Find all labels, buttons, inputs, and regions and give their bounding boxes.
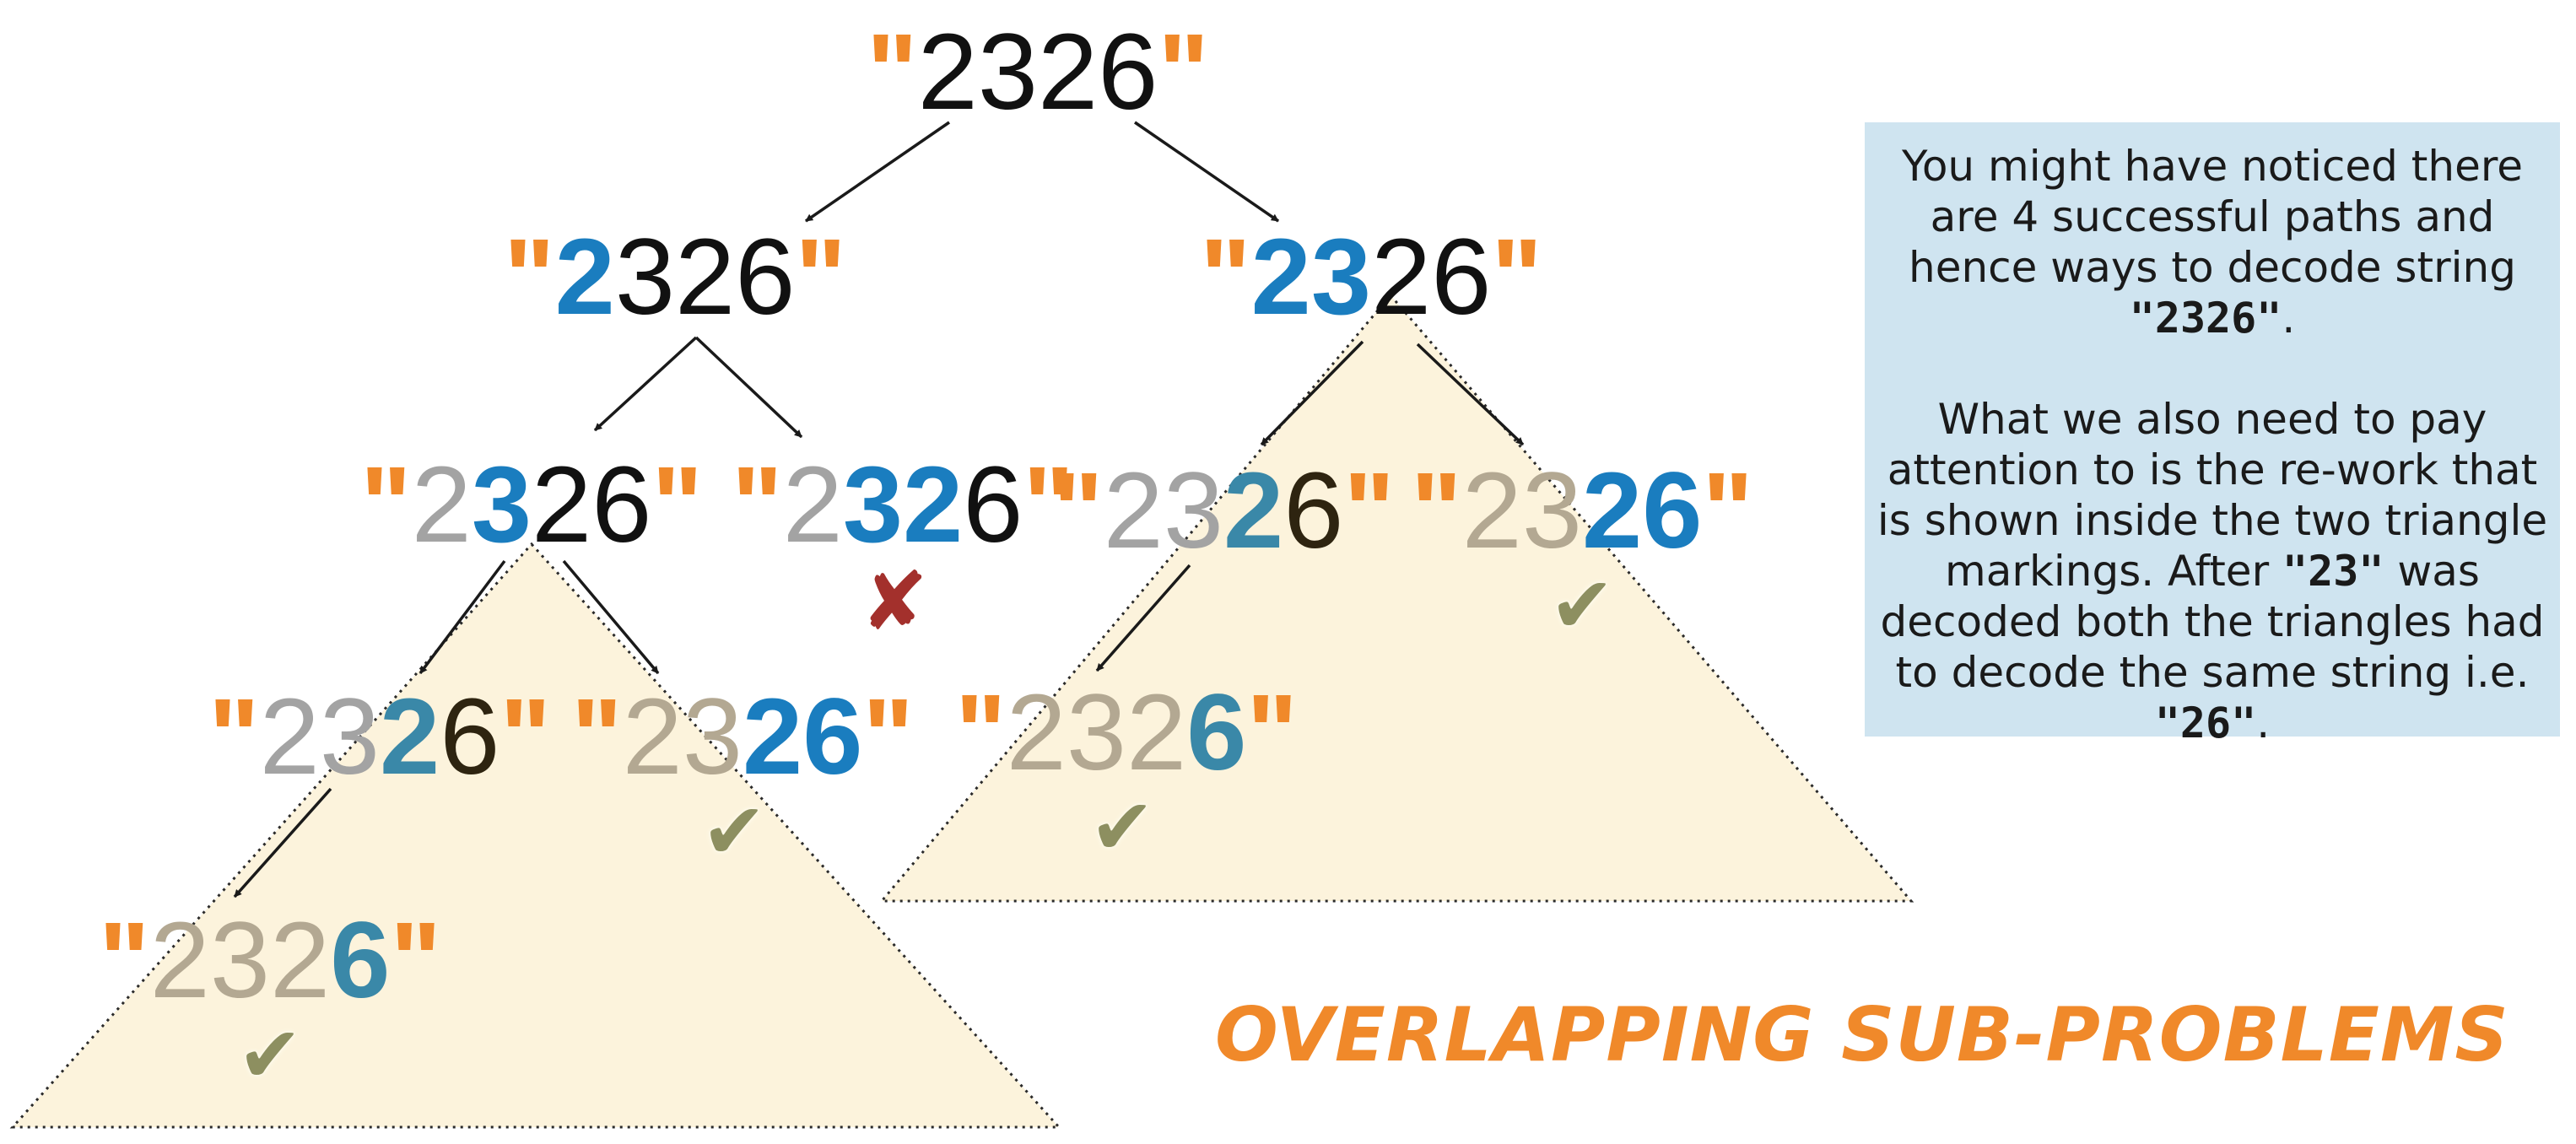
node-segment: ": [795, 217, 847, 337]
node-segment: 2: [411, 445, 472, 565]
node-segment: 232: [1006, 672, 1187, 793]
node-segment: ": [1199, 217, 1251, 337]
node-segment: ": [1702, 451, 1754, 571]
node-segment: 26: [1582, 451, 1703, 571]
node-segment: 2: [782, 445, 843, 565]
node-segment: ": [500, 677, 552, 797]
node-segment: 232: [149, 900, 331, 1021]
node-l3-b: "2326": [571, 683, 914, 791]
explanation-box: You might have noticed there are 4 succe…: [1865, 122, 2560, 747]
node-segment: ": [359, 445, 412, 565]
node-segment: ": [1023, 445, 1075, 565]
node-segment: ": [1246, 672, 1299, 793]
node-segment: 23: [259, 677, 380, 797]
check-mark-icon: ✔: [237, 1010, 303, 1100]
node-segment: 26: [532, 445, 652, 565]
node-segment: 2: [1223, 451, 1284, 571]
node-segment: ": [503, 217, 555, 337]
node-segment: 3: [471, 445, 532, 565]
edge-l1-right-to-l2-d: [1416, 343, 1525, 446]
node-l4-a: "2326": [99, 907, 441, 1015]
node-segment: 6: [963, 445, 1023, 565]
node-segment: 6: [1186, 672, 1247, 793]
node-root: "2326": [867, 19, 1209, 127]
check-mark-icon: ✔: [1089, 782, 1155, 872]
node-segment: ": [1158, 12, 1210, 132]
edge-l2-a-to-l3-a: [419, 559, 506, 675]
node-l2-c: "2326": [1052, 457, 1395, 565]
explanation-text: You might have noticed there are 4 succe…: [1901, 142, 2524, 292]
cross-mark-icon: ✘: [860, 554, 929, 649]
edge-root-to-l1-left: [805, 121, 950, 223]
explanation-code-2326: "2326": [2129, 294, 2282, 343]
diagram-caption: OVERLAPPING SUB-PROBLEMS: [1215, 991, 2509, 1078]
node-segment: ": [1410, 451, 1462, 571]
node-segment: ": [1343, 451, 1396, 571]
explanation-text: .: [2256, 699, 2271, 747]
check-mark-icon: ✔: [1549, 560, 1615, 650]
node-segment: 326: [614, 217, 796, 337]
node-l3-a: "2326": [208, 683, 551, 791]
node-l2-d: "2326": [1411, 457, 1753, 565]
node-segment: 2: [380, 677, 440, 797]
node-l3-c: "2326": [955, 679, 1298, 787]
edge-l2-a-to-l3-b: [562, 559, 660, 675]
node-segment: ": [98, 900, 150, 1021]
edge-l1-left-to-l2-a: [593, 336, 698, 432]
triangle-right-subproblem: [878, 293, 1914, 903]
edge-l1-left-to-l2-b: [694, 336, 803, 439]
explanation-paragraph-1: You might have noticed there are 4 succe…: [1877, 141, 2548, 343]
node-segment: 2: [554, 217, 615, 337]
node-segment: 6: [440, 677, 500, 797]
edge-l2-c-to-l3-c: [1095, 564, 1191, 672]
node-segment: ": [866, 12, 918, 132]
explanation-paragraph-2: What we also need to pay attention to is…: [1877, 394, 2548, 748]
node-segment: 2326: [917, 12, 1158, 132]
node-segment: ": [731, 445, 783, 565]
explanation-text: .: [2282, 294, 2296, 343]
node-segment: 23: [622, 677, 743, 797]
node-segment: ": [862, 677, 915, 797]
edge-root-to-l1-right: [1134, 121, 1279, 223]
explanation-code-26: "26": [2154, 699, 2257, 747]
node-segment: 32: [842, 445, 964, 565]
node-segment: 23: [1103, 451, 1223, 571]
check-mark-icon: ✔: [701, 786, 767, 877]
edge-l3-a-to-l4-a: [233, 787, 332, 898]
triangle-left-subproblem: [9, 542, 1062, 1129]
explanation-text: was decoded both the triangles had to de…: [1880, 547, 2545, 697]
node-segment: ": [390, 900, 442, 1021]
node-segment: 26: [743, 677, 863, 797]
node-segment: 6: [1283, 451, 1344, 571]
node-segment: ": [1491, 217, 1543, 337]
node-segment: 26: [1371, 217, 1492, 337]
node-segment: 23: [1461, 451, 1582, 571]
edge-l1-right-to-l2-c: [1260, 340, 1364, 446]
node-segment: ": [1051, 451, 1104, 571]
node-l1-left: "2326": [504, 224, 846, 332]
node-segment: ": [651, 445, 704, 565]
node-l2-b: "2326": [732, 451, 1074, 559]
node-l1-right: "2326": [1200, 224, 1542, 332]
node-segment: 23: [1250, 217, 1371, 337]
explanation-text: What we also need to pay attention to is…: [1877, 395, 2548, 596]
explanation-code-23: "23": [2282, 547, 2384, 596]
node-segment: ": [570, 677, 623, 797]
node-segment: 6: [330, 900, 391, 1021]
node-segment: ": [208, 677, 260, 797]
node-segment: ": [954, 672, 1007, 793]
node-l2-a: "2326": [360, 451, 703, 559]
